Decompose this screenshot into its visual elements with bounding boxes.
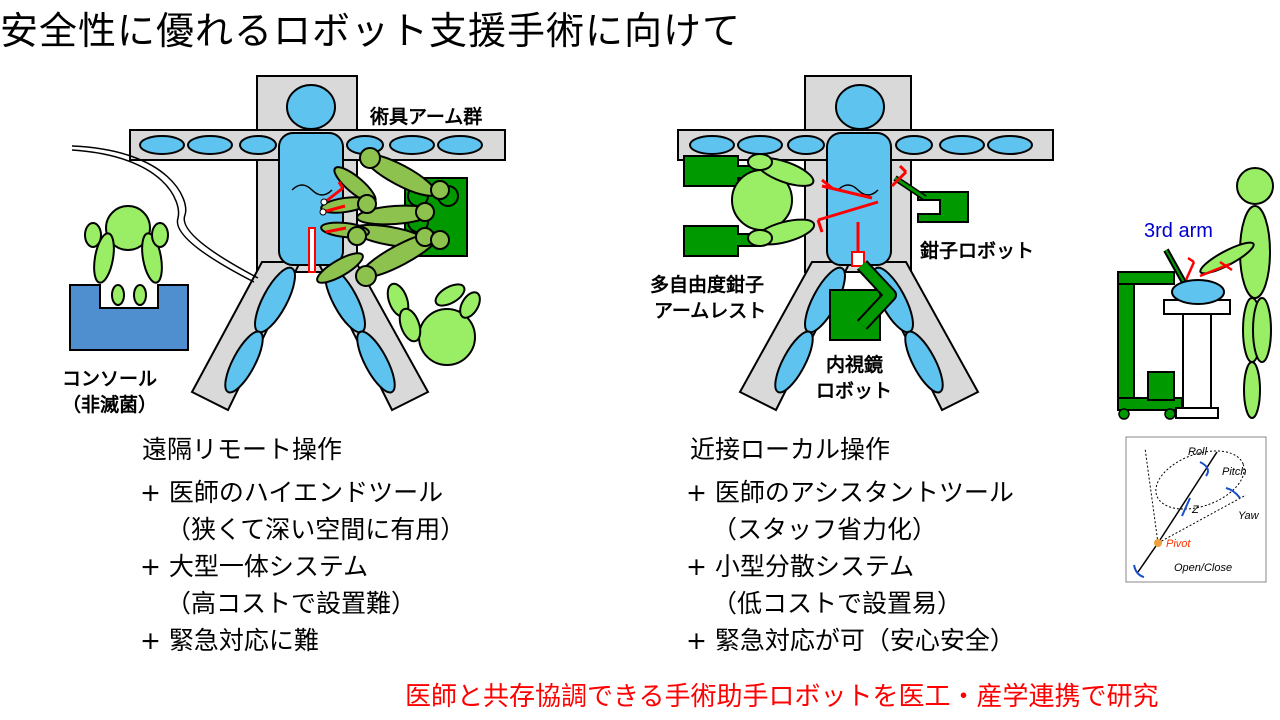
footer-statement: 医師と共存協調できる手術助手ロボットを医工・産学連携で研究 [405, 682, 1159, 712]
assistant-staff-right [731, 153, 816, 247]
left-section-list: + 医師のハイエンドツール （狭くて深い空間に有用） + 大型一体システム （高… [140, 474, 465, 659]
label-instrument-arms: 術具アーム群 [370, 106, 483, 128]
list-item: + 緊急対応に難 [140, 626, 319, 655]
list-item-note: （スタッフ省力化） [712, 515, 938, 544]
axis-yaw: Yaw [1238, 510, 1259, 522]
label-3rd-arm: 3rd arm [1144, 220, 1213, 242]
remote-surgeon [84, 205, 169, 306]
axis-pivot: Pivot [1166, 538, 1191, 550]
label-armrest: 多自由度鉗子 [650, 274, 765, 296]
right-section-title: 近接ローカル操作 [690, 435, 891, 464]
bedside-surgeon [1199, 167, 1274, 419]
surgical-arm-group [316, 147, 468, 287]
list-item: + 医師のアシスタントツール [686, 478, 1014, 507]
label-console-nonsterile: （非滅菌） [62, 394, 158, 416]
page-title: 安全性に優れるロボット支援手術に向けて [0, 9, 742, 53]
list-item: + 大型一体システム [140, 552, 369, 581]
right-section-list: + 医師のアシスタントツール （スタッフ省力化） + 小型分散システム （低コス… [686, 474, 1015, 659]
axis-z: Z [1192, 504, 1199, 516]
list-item-note: （狭くて深い空間に有用） [166, 515, 466, 544]
label-endoscope: 内視鏡 [826, 354, 884, 376]
list-item: + 緊急対応が可（安心安全） [686, 626, 1015, 655]
kinematic-diagram [1125, 436, 1267, 583]
endoscope-robot [829, 260, 897, 341]
right-surgery-illustration [677, 75, 1054, 412]
forceps-robot [893, 175, 969, 223]
surgeon-console [69, 205, 189, 351]
assistant-staff-left [386, 282, 481, 366]
label-endoscope-robot: ロボット [816, 380, 893, 402]
list-item: + 小型分散システム [686, 552, 915, 581]
label-armrest-2: アームレスト [654, 300, 767, 322]
label-console: コンソール [62, 368, 158, 390]
axis-pitch: Pitch [1222, 466, 1247, 478]
left-surgery-illustration [69, 75, 506, 412]
axis-open-close: Open/Close [1174, 562, 1233, 574]
list-item-note: （高コストで設置難） [166, 589, 417, 618]
pivot-point [1154, 539, 1162, 547]
patient-body-right [689, 84, 1033, 394]
third-arm-illustration [1117, 167, 1274, 420]
label-forceps-robot: 鉗子ロボット [920, 240, 1035, 262]
axis-roll: Roll [1188, 446, 1207, 458]
list-item-note: （低コストで設置易） [712, 589, 963, 618]
list-item: + 医師のハイエンドツール [140, 478, 444, 507]
left-section-title: 遠隔リモート操作 [142, 435, 343, 464]
endoscope-port-left [308, 227, 316, 273]
